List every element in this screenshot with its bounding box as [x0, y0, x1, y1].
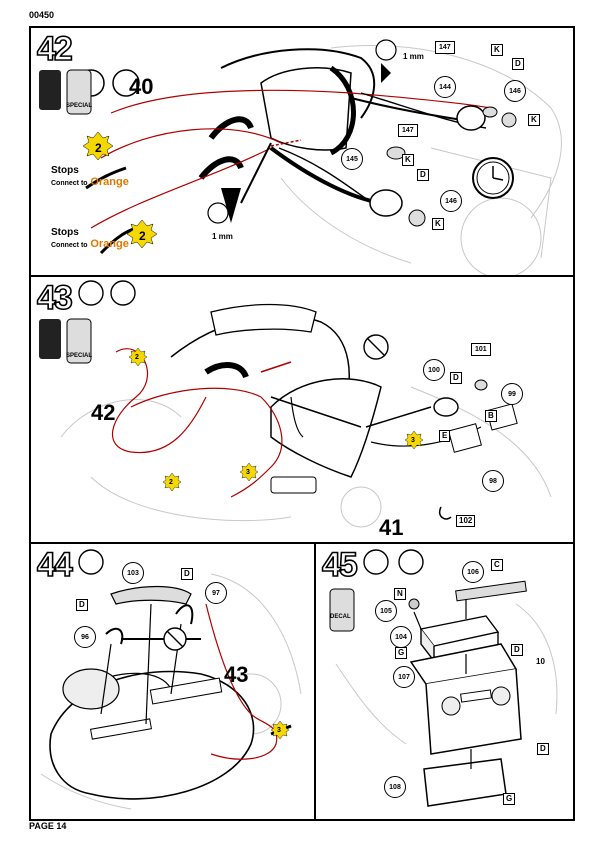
part-number-42: 42 — [91, 400, 116, 425]
part-98: 98 — [482, 470, 504, 492]
part-101: 101 — [471, 343, 491, 356]
part-108: 108 — [384, 776, 406, 798]
glue-icon — [78, 280, 104, 306]
part-105: 105 — [375, 600, 397, 622]
stops-note-a: Stops Connect to Orange — [51, 165, 129, 188]
part-96: 96 — [74, 626, 96, 648]
part-99: 99 — [501, 383, 523, 405]
flag-d2: D — [537, 743, 549, 755]
flag-k1: K — [491, 44, 503, 56]
badge-2a-number: 2 — [95, 141, 102, 155]
part-147-b: 147 — [398, 124, 418, 137]
part-97: 97 — [205, 582, 227, 604]
step-number: 42 — [36, 30, 73, 68]
paint-special-label: SPECIAL — [66, 353, 93, 359]
decal-label: DECAL — [330, 614, 351, 620]
flag-d2: D — [417, 169, 429, 181]
part-number-40: 40 — [129, 74, 154, 99]
part-146-a: 146 — [504, 80, 526, 102]
part-98-grille — [448, 423, 482, 453]
flag-d1: D — [512, 58, 524, 70]
decal-icon — [398, 549, 424, 575]
badge-3a: 3 — [246, 469, 250, 476]
step-45-drawing — [329, 549, 558, 807]
flag-c: C — [491, 559, 503, 571]
step-44-drawing — [40, 549, 302, 810]
step-45-panel: 45 DECAL 106 C N 105 104 G D 10 107 D 10… — [314, 542, 575, 821]
special-paint-icon — [66, 318, 92, 364]
part-104-box — [419, 615, 500, 647]
flag-g1: G — [395, 647, 408, 659]
part-103: 103 — [122, 562, 144, 584]
mirror-145 — [369, 189, 403, 217]
part-144: 144 — [434, 76, 456, 98]
drill-bit-icon-2 — [207, 202, 229, 224]
decal-bottle-icon — [329, 588, 355, 632]
pin-icon — [110, 280, 136, 306]
flag-k3: K — [402, 154, 414, 166]
flag-n: N — [394, 588, 406, 600]
flag-e: E — [439, 430, 451, 442]
drill-bit-icon — [375, 39, 397, 61]
flag-d: D — [450, 372, 462, 384]
part-107: 107 — [393, 666, 415, 688]
mirror-100 — [433, 397, 459, 417]
mirror-144 — [456, 105, 486, 131]
step-number: 43 — [36, 279, 73, 317]
part-number-41: 41 — [379, 515, 404, 540]
special-paint-icon — [66, 69, 92, 115]
mm-label: 1 mm — [403, 52, 424, 61]
part-102: 102 — [456, 515, 476, 527]
badge-2b-number: 2 — [139, 229, 146, 243]
part-108-tray — [423, 758, 507, 807]
glue-icon — [363, 549, 389, 575]
part-10: 10 — [536, 657, 545, 666]
step-badge-2a — [82, 131, 114, 161]
page-number: PAGE 14 — [29, 821, 67, 831]
paint-bottle-icon — [39, 319, 61, 359]
paint-special-label: SPECIAL — [66, 103, 93, 109]
flag-d1: D — [181, 568, 193, 580]
tape-icon — [270, 476, 317, 494]
part-number-43: 43 — [224, 662, 249, 687]
step-number: 44 — [36, 546, 73, 584]
step-number: 45 — [321, 546, 358, 584]
part-103-bar — [110, 585, 192, 605]
flag-d2: D — [76, 599, 88, 611]
part-100: 100 — [423, 359, 445, 381]
pin-icon — [112, 69, 140, 97]
step-42-panel: 42 40 1 mm 1 mm SPECIAL 2 2 Stops Connec… — [29, 26, 575, 278]
flag-b: B — [485, 410, 497, 422]
page-code: 00450 — [29, 10, 55, 20]
part-147-a: 147 — [435, 41, 455, 54]
windshield-41 — [270, 378, 382, 478]
badge-3b: 3 — [411, 437, 415, 444]
flag-g2: G — [503, 793, 516, 805]
part-145: 145 — [341, 148, 363, 170]
part-107-console — [425, 668, 522, 755]
step-44-panel: 44 43 103 D 97 D 96 3 — [29, 542, 317, 821]
part-104: 104 — [390, 626, 412, 648]
paint-bottle-icon — [39, 70, 61, 110]
step-43-panel: 43 SPECIAL 42 41 2 2 3 3 101 100 D 99 B … — [29, 275, 575, 545]
step-badge-2b — [126, 219, 158, 249]
glue-icon — [78, 549, 104, 575]
step-42-drawing — [39, 39, 562, 276]
part-106: 106 — [462, 561, 484, 583]
badge-2: 2 — [169, 479, 173, 486]
mm-label-bottom: 1 mm — [212, 232, 233, 241]
flag-d1: D — [511, 644, 523, 656]
step-badge-3 — [270, 720, 290, 740]
flag-k4: K — [432, 218, 444, 230]
badge-1: 2 — [135, 354, 139, 361]
step-43-drawing — [39, 280, 552, 528]
stops-note-b: Stops Connect to Orange — [51, 227, 129, 250]
badge-3-number: 3 — [277, 727, 281, 734]
part-146-b: 146 — [440, 190, 462, 212]
part-106-strip — [455, 580, 527, 602]
flag-k2: K — [528, 114, 540, 126]
